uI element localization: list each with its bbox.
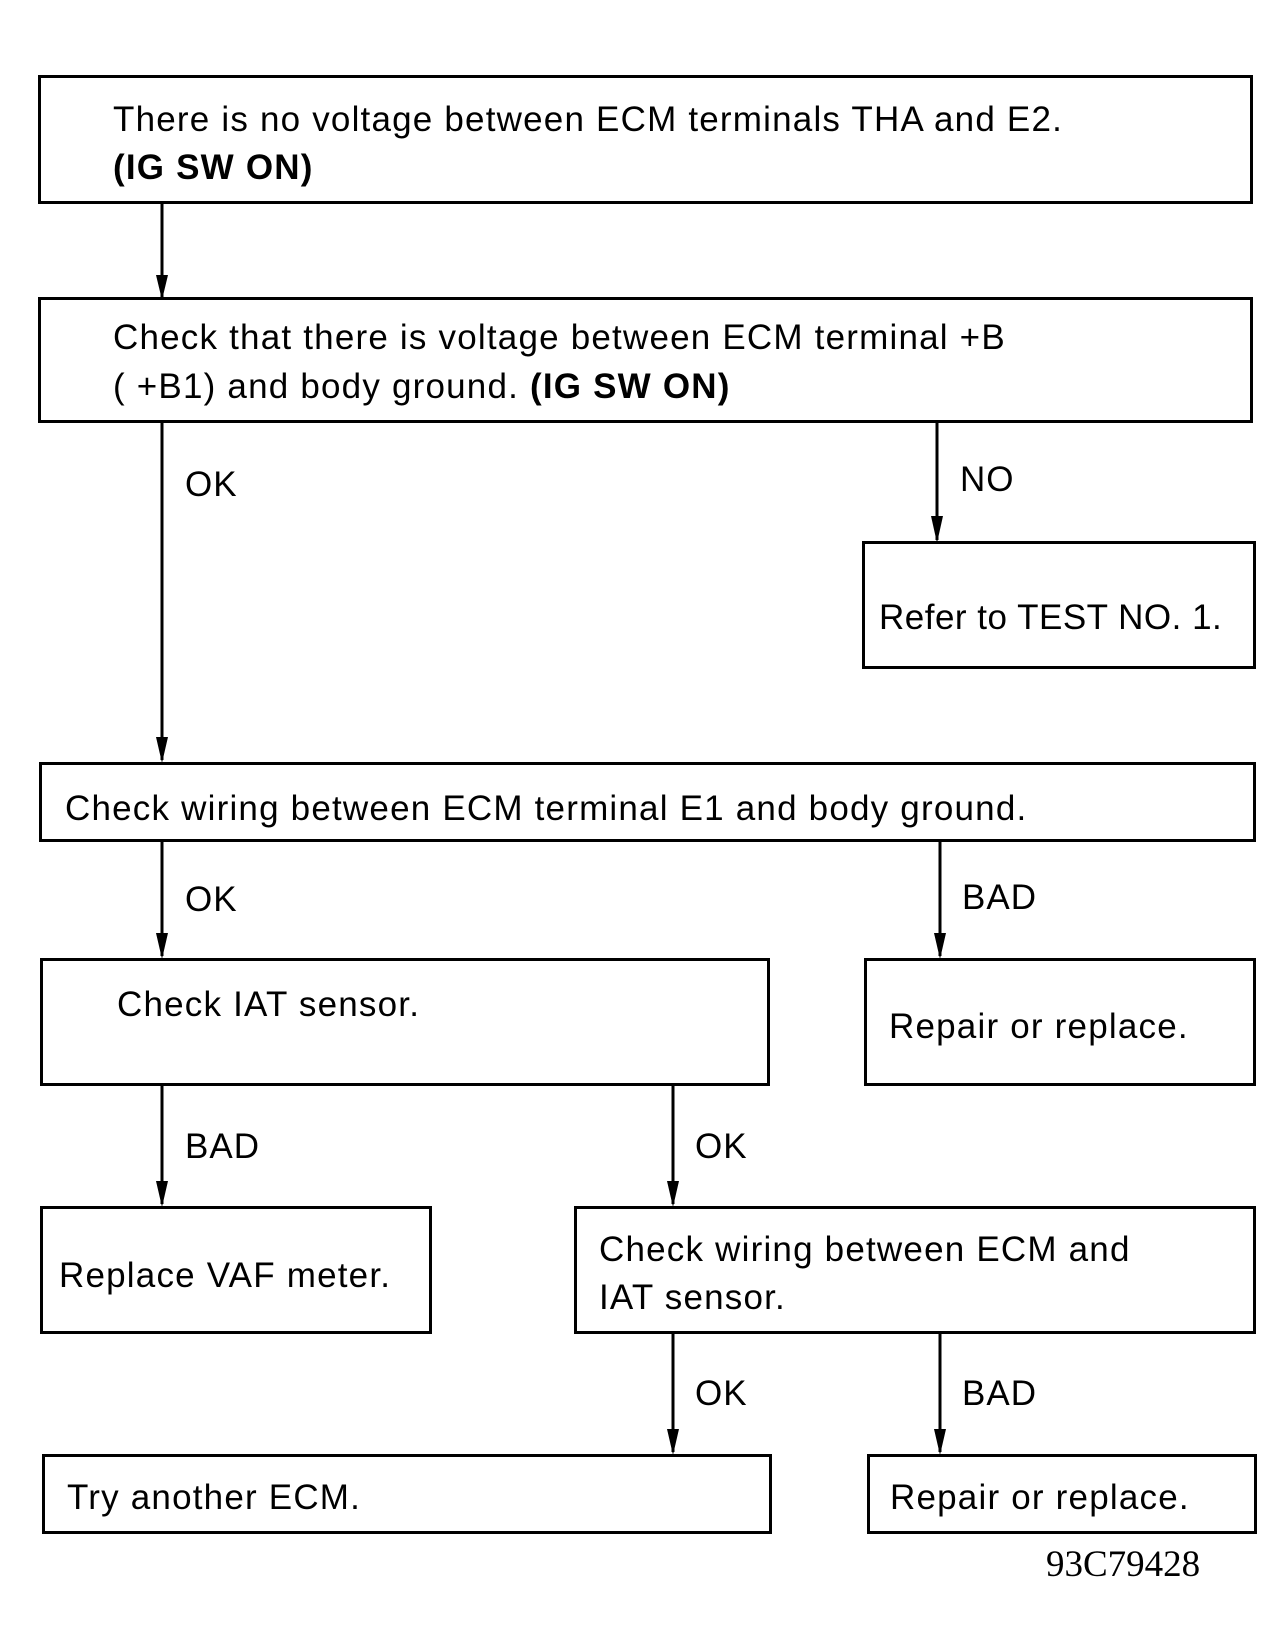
edge-label-bad-2: BAD bbox=[185, 1127, 260, 1166]
node-check-e1-text: Check wiring between ECM terminal E1 and… bbox=[65, 789, 1028, 828]
node-check-voltage-line1: Check that there is voltage between ECM … bbox=[113, 318, 1006, 357]
node-replace-vaf: Replace VAF meter. bbox=[40, 1206, 432, 1334]
edge-label-ok-2: OK bbox=[185, 880, 238, 919]
node-check-wiring-iat-line1: Check wiring between ECM and bbox=[599, 1230, 1131, 1269]
edge-label-bad-3: BAD bbox=[962, 1374, 1037, 1413]
node-check-voltage-line2-text: ( +B1) and body ground. bbox=[113, 367, 530, 406]
node-repair-1-text: Repair or replace. bbox=[889, 1007, 1189, 1046]
node-check-voltage-line2: ( +B1) and body ground. (IG SW ON) bbox=[113, 363, 731, 411]
edge-label-no-1: NO bbox=[960, 460, 1015, 499]
edge-label-ok-1: OK bbox=[185, 465, 238, 504]
edge-label-bad-1: BAD bbox=[962, 878, 1037, 917]
node-start-line1: There is no voltage between ECM terminal… bbox=[113, 100, 1064, 139]
node-repair-2: Repair or replace. bbox=[867, 1454, 1257, 1534]
edge-label-ok-3: OK bbox=[695, 1127, 748, 1166]
node-try-ecm: Try another ECM. bbox=[42, 1454, 772, 1534]
figure-code: 93C79428 bbox=[1046, 1544, 1201, 1585]
node-repair-2-text: Repair or replace. bbox=[890, 1478, 1190, 1517]
node-repair-1: Repair or replace. bbox=[864, 958, 1256, 1086]
node-check-iat: Check IAT sensor. bbox=[40, 958, 770, 1086]
node-check-wiring-iat: Check wiring between ECM and IAT sensor. bbox=[574, 1206, 1256, 1334]
node-check-voltage-line2-bold: (IG SW ON) bbox=[529, 367, 731, 406]
node-start-line2: (IG SW ON) bbox=[113, 148, 314, 187]
node-refer-test-text: Refer to TEST NO. 1. bbox=[879, 598, 1223, 637]
node-refer-test: Refer to TEST NO. 1. bbox=[862, 541, 1256, 669]
node-start: There is no voltage between ECM terminal… bbox=[38, 75, 1253, 204]
node-check-iat-text: Check IAT sensor. bbox=[117, 985, 421, 1024]
node-replace-vaf-text: Replace VAF meter. bbox=[59, 1256, 392, 1295]
node-try-ecm-text: Try another ECM. bbox=[67, 1478, 362, 1517]
edge-label-ok-4: OK bbox=[695, 1374, 748, 1413]
node-check-e1: Check wiring between ECM terminal E1 and… bbox=[39, 762, 1256, 842]
node-check-wiring-iat-line2: IAT sensor. bbox=[599, 1278, 786, 1317]
node-check-voltage: Check that there is voltage between ECM … bbox=[38, 297, 1253, 423]
